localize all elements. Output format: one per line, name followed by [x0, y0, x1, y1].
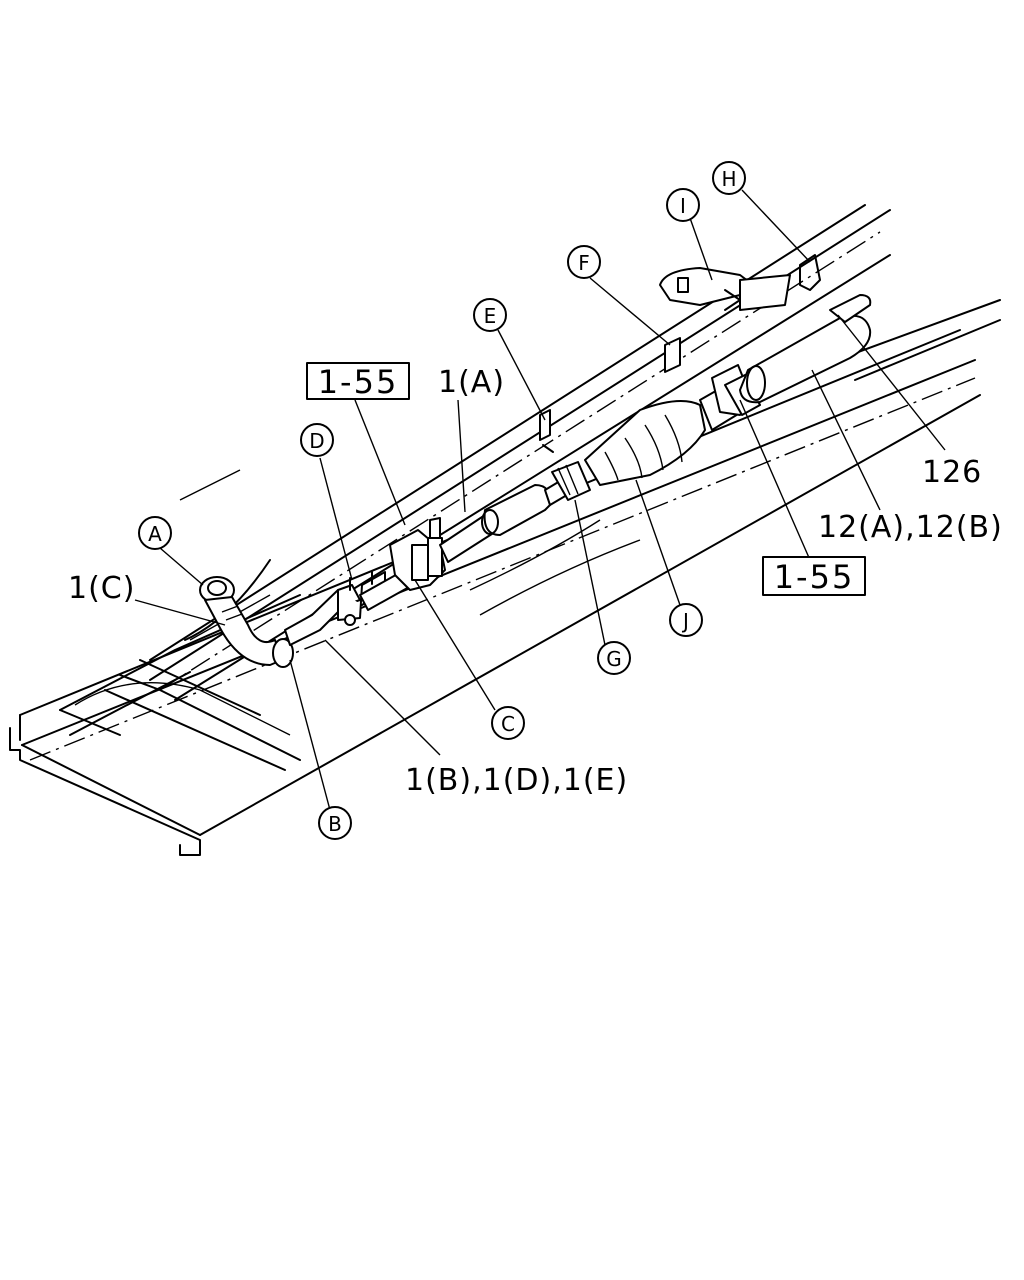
callout-G: G: [597, 641, 631, 675]
part-label-1c: 1(C): [68, 571, 135, 606]
exhaust-pipe-assembly: [199, 254, 872, 668]
callout-letter: I: [680, 194, 686, 218]
part-label-1a: 1(A): [438, 365, 505, 400]
callout-I: I: [666, 188, 700, 222]
callout-B: B: [318, 806, 352, 840]
reference-box-label: 1-55: [774, 558, 855, 596]
callout-letter: G: [606, 647, 622, 671]
part-label-1b-1d-1e: 1(B),1(D),1(E): [405, 763, 628, 798]
callout-E: E: [473, 298, 507, 332]
callout-D: D: [300, 423, 334, 457]
callout-letter: A: [148, 522, 162, 546]
callout-F: F: [567, 245, 601, 279]
callout-J: J: [669, 603, 703, 637]
part-label-12a-12b: 12(A),12(B): [818, 510, 1003, 545]
callout-letter: J: [681, 609, 689, 633]
callout-A: A: [138, 516, 172, 550]
reference-box-label: 1-55: [318, 363, 399, 401]
callout-letter: C: [501, 712, 515, 736]
leader-lines: [134, 189, 946, 811]
part-label-126: 126: [922, 455, 982, 490]
callout-H: H: [712, 161, 746, 195]
callout-letter: B: [328, 812, 342, 836]
callout-letter: F: [578, 251, 590, 275]
reference-box-right: 1-55: [762, 556, 866, 596]
callout-letter: H: [721, 167, 736, 191]
callout-C: C: [491, 706, 525, 740]
callout-letter: E: [484, 304, 497, 328]
callout-letter: D: [309, 429, 324, 453]
reference-box-left: 1-55: [306, 362, 410, 401]
